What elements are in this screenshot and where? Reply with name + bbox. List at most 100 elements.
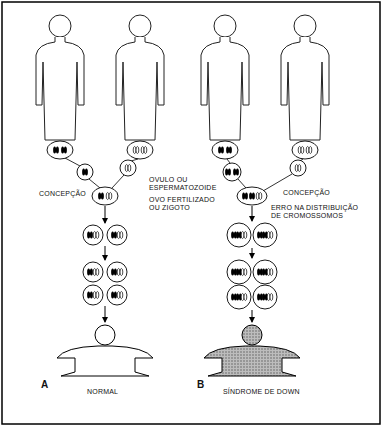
illustration-part bbox=[201, 15, 249, 140]
illustration-part bbox=[107, 225, 127, 245]
illustration-part bbox=[241, 232, 247, 239]
illustration-part bbox=[82, 168, 88, 175]
illustration-part bbox=[105, 246, 106, 260]
illustration-part bbox=[306, 147, 312, 154]
illustration-part bbox=[83, 225, 103, 245]
illustration-part bbox=[89, 179, 100, 188]
illustration-part bbox=[256, 193, 262, 200]
illustration-part bbox=[107, 262, 127, 282]
illustration-part bbox=[253, 223, 277, 247]
illustration-part bbox=[227, 159, 230, 163]
illustration-part bbox=[237, 187, 267, 205]
illustration-part bbox=[111, 231, 117, 238]
illustration-part bbox=[257, 268, 263, 275]
illustration-part bbox=[117, 232, 123, 239]
illustration-part bbox=[117, 292, 123, 299]
illustration-part bbox=[77, 164, 93, 180]
illustration-part bbox=[241, 294, 247, 301]
illustration-part bbox=[112, 175, 124, 188]
illustration-part bbox=[105, 306, 106, 322]
illustration-part bbox=[252, 248, 253, 258]
illustration-part bbox=[227, 285, 251, 309]
illustration-part bbox=[233, 168, 239, 175]
illustration-part bbox=[65, 158, 80, 166]
illustration-part bbox=[267, 294, 273, 301]
illustration-part bbox=[241, 269, 247, 276]
lines bbox=[65, 158, 303, 191]
illustration-part bbox=[47, 141, 73, 159]
illustration-part bbox=[141, 147, 147, 154]
illustration-part bbox=[87, 268, 93, 275]
four-cell-stage bbox=[83, 260, 277, 309]
illustration-part bbox=[298, 147, 304, 154]
figure-letter: A bbox=[40, 379, 49, 390]
illustration-part bbox=[133, 147, 139, 154]
illustration-part bbox=[223, 163, 241, 181]
illustration-part bbox=[226, 146, 232, 153]
illustration-part bbox=[125, 165, 131, 172]
illustration-part bbox=[267, 269, 273, 276]
illustration-part bbox=[292, 141, 318, 159]
note-label: OVO FERTILIZADO OU ZIGOTO bbox=[148, 196, 220, 211]
illustration-part bbox=[253, 285, 277, 309]
illustration-part bbox=[111, 291, 117, 298]
illustration-part bbox=[107, 285, 127, 305]
illustration-part bbox=[93, 292, 99, 299]
illustration-part bbox=[212, 141, 238, 159]
illustration-part bbox=[61, 146, 67, 153]
illustration-part bbox=[227, 260, 251, 284]
illustration-part bbox=[253, 260, 277, 284]
illustration-part bbox=[36, 15, 84, 140]
illustration-part bbox=[290, 160, 306, 176]
illustration-part bbox=[127, 141, 153, 159]
illustration-part bbox=[53, 146, 59, 153]
illustration-part bbox=[98, 192, 104, 199]
illustration-part bbox=[95, 325, 115, 345]
illustration-part bbox=[93, 232, 99, 239]
illustration-part bbox=[252, 206, 253, 221]
illustration-part bbox=[105, 206, 106, 223]
two-cell-stage bbox=[83, 223, 277, 247]
illustration-part bbox=[87, 291, 93, 298]
illustration-part bbox=[249, 192, 255, 199]
illustration-part bbox=[83, 285, 103, 305]
parents bbox=[36, 15, 329, 140]
illustration-part bbox=[231, 268, 237, 275]
illustration-part bbox=[227, 223, 251, 247]
illustration-part bbox=[252, 310, 253, 322]
illustration-part bbox=[225, 168, 231, 175]
child-figure-normal bbox=[57, 325, 153, 376]
figure-caption: NORMAL bbox=[86, 388, 119, 396]
illustration-part bbox=[218, 146, 224, 153]
illustration-part bbox=[204, 346, 300, 376]
figure-caption: SÍNDROME DE DOWN bbox=[222, 388, 301, 396]
illustration-part bbox=[57, 346, 153, 376]
arrows bbox=[105, 206, 252, 322]
note-label: ERRO NA DISTRIBUIÇÃO DE CROMOSSOMOS bbox=[270, 204, 364, 219]
illustration-part bbox=[83, 262, 103, 282]
illustration-part bbox=[231, 293, 237, 300]
illustration-part bbox=[106, 193, 112, 200]
note-label: OVULO OU ESPERMATOZOIDE bbox=[148, 176, 220, 191]
illustration-part bbox=[267, 232, 273, 239]
illustration-part bbox=[87, 231, 93, 238]
illustration-part bbox=[116, 15, 164, 140]
illustration-part bbox=[257, 231, 263, 238]
illustration-part bbox=[231, 231, 237, 238]
stage-label: CONCEPÇÃO bbox=[38, 190, 87, 198]
illustration-part bbox=[242, 325, 262, 345]
illustration-part bbox=[295, 165, 301, 172]
illustration-part bbox=[111, 268, 117, 275]
illustration-part bbox=[92, 187, 118, 205]
illustration-part bbox=[242, 192, 248, 199]
illustration-part bbox=[117, 269, 123, 276]
illustration-part bbox=[93, 269, 99, 276]
parent-cells bbox=[47, 141, 318, 159]
child-figure-down bbox=[204, 325, 300, 376]
figure-letter: B bbox=[196, 379, 205, 390]
illustration-part bbox=[257, 293, 263, 300]
illustration-part bbox=[238, 179, 246, 188]
illustration-part bbox=[120, 160, 136, 176]
